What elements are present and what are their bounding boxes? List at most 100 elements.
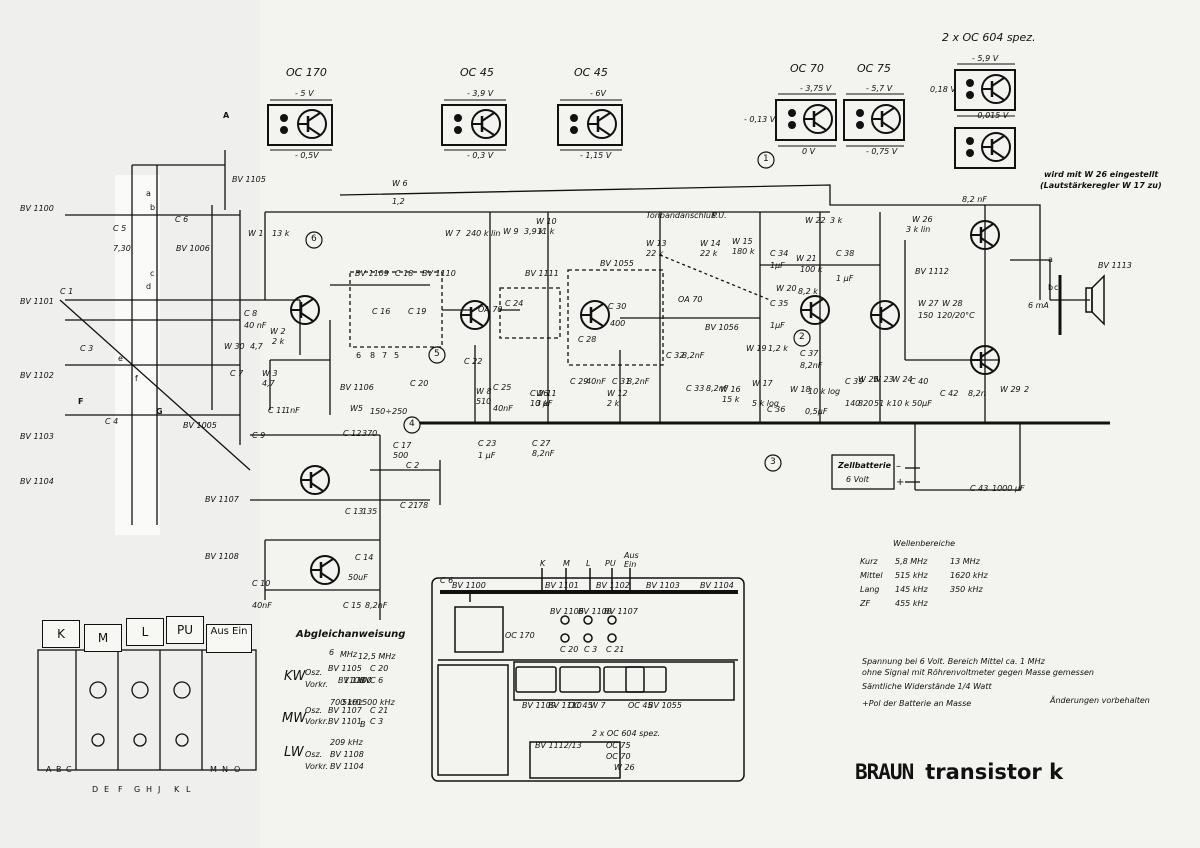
chassis-row-label: OC 45 [568, 701, 593, 710]
comp-label: W 9 [503, 227, 519, 236]
switch-button-l[interactable]: L [126, 618, 164, 646]
comp-label: 1 µF [836, 274, 854, 283]
pinout-oc604-left-v: 0,18 V [930, 85, 956, 94]
chassis-rail-label: BV 1102 [596, 581, 630, 590]
switch-button-m[interactable]: M [84, 624, 122, 652]
alignment-osz: Osz. [305, 706, 323, 715]
pinout-oc604-type: 2 x OC 604 spez. [942, 31, 1036, 44]
comp-label: W 13 [646, 239, 667, 248]
pinout-oc45a-type: OC 45 [460, 66, 494, 79]
switch-letter: F [118, 785, 123, 794]
comp-label: 8,2 k [798, 287, 818, 296]
chassis-row-label: BV 1110 [548, 701, 582, 710]
comp-label: 3 k [830, 216, 843, 225]
chassis-rail-label: BV 1103 [646, 581, 680, 590]
comp-label: 1nF [285, 406, 300, 415]
marker-1: 1 [763, 154, 769, 164]
alignment-c1: BV 1105 [328, 664, 362, 673]
switch-button-k[interactable]: K [42, 620, 80, 648]
comp-label: C 37 [800, 349, 819, 358]
comp-label: C 30 [608, 302, 627, 311]
comp-label: C 26 [530, 389, 549, 398]
comp-label: 11 k [537, 227, 555, 236]
comp-label: W 6 [392, 179, 408, 188]
comp-label: C 27 [532, 439, 551, 448]
pinout-oc75-top-v: - 5,7 V [866, 84, 893, 93]
waveband-to: 13 MHz [950, 557, 980, 566]
comp-label: C 3 [80, 344, 94, 353]
pinout-oc604-top-v: - 5,9 V [972, 54, 999, 63]
comp-label: 8,2n [968, 389, 986, 398]
waveband-name: Lang [860, 585, 880, 594]
chassis-top-label: Ein [624, 560, 637, 569]
comp-label: C 24 [505, 299, 524, 308]
comp-label: 3,9 k [524, 227, 544, 236]
comp-label: W 25 [858, 375, 879, 384]
comp-label: 8,2nF [706, 384, 729, 393]
comp-label: C 32 [666, 351, 685, 360]
comp-label: 78 [418, 501, 429, 510]
comp-label: C 22 [464, 357, 483, 366]
alignment-extra: BV [360, 676, 371, 685]
alignment-band: MW [282, 711, 307, 726]
alignment-c1: BV 1107 [328, 706, 362, 715]
comp-label: W 26 [912, 215, 933, 224]
note-w26-line1: wird mit W 26 eingestellt [1044, 170, 1159, 179]
comp-label: W 16 [720, 385, 741, 394]
section-letter: a [1048, 255, 1053, 264]
comp-label: C 31 [612, 377, 631, 386]
label-bv1104: BV 1104 [20, 477, 54, 486]
switch-button-aus-ein[interactable]: Aus Ein [206, 624, 252, 653]
comp-label: C 17 [393, 441, 412, 450]
comp-label: 1,2 [392, 197, 405, 206]
switch-letter: J [158, 785, 161, 794]
comp-label: C 1 [60, 287, 74, 296]
switch-button-pu[interactable]: PU [166, 616, 204, 644]
switch-letter: K [174, 785, 180, 794]
comp-label: C 13 [345, 507, 364, 516]
switch-letter: O [234, 765, 241, 774]
comp-label: 135 [362, 507, 378, 516]
comp-label: 2 [1024, 385, 1030, 394]
comp-label: C 25 [493, 383, 512, 392]
comp-label: 40nF [586, 377, 606, 386]
comp-label: C 34 [770, 249, 789, 258]
chassis-trimmer: BV 1107 [604, 607, 638, 616]
comp-label: 400 [610, 319, 626, 328]
section-letter: c [1054, 283, 1059, 292]
comp-label: W 22 [805, 216, 826, 225]
alignment-extra: B [360, 720, 366, 729]
pinout-oc170-bottom-v: - 0,5V [295, 151, 319, 160]
comp-label: 40 nF [244, 321, 267, 330]
battery-label: Zellbatterie [838, 461, 892, 470]
battery-voltage: 6 Volt [846, 475, 869, 484]
comp-label: W 19 [746, 344, 767, 353]
chassis-rail-label: BV 1104 [700, 581, 734, 590]
pinout-oc170-top-v: - 5 V [295, 89, 314, 98]
comp-label: W 23 [873, 375, 894, 384]
comp-label: 4,7 [250, 342, 263, 351]
comp-label: 40nF [252, 601, 272, 610]
pinout-oc75-type: OC 75 [857, 62, 891, 75]
chassis-cap: C 21 [606, 645, 625, 654]
label-bv1112: BV 1112 [915, 267, 949, 276]
comp-label: C 35 [770, 299, 789, 308]
pinout-oc45-a [441, 104, 507, 146]
comp-label: C 20 [410, 379, 429, 388]
label-bv1113: BV 1113 [1098, 261, 1132, 270]
alignment-c2: BV 1100 [338, 676, 372, 685]
comp-label: 6 mA [1028, 301, 1049, 310]
pinout-oc70-bottom-v: 0 V [802, 147, 816, 156]
comp-label: 240 k lin [466, 229, 501, 238]
comp-label: C 42 [940, 389, 959, 398]
brand-name: BRAUN [855, 760, 914, 784]
comp-label: 50uF [348, 573, 368, 582]
alignment-extra: 6 [329, 648, 335, 657]
comp-label: 22 k [646, 249, 664, 258]
comp-label: 8,2 nF [962, 195, 987, 204]
comp-label: W 3 [262, 369, 278, 378]
alignment-extra: 700 kHz [330, 698, 363, 707]
marker-5: 5 [434, 349, 440, 359]
pinout-oc45-b [557, 104, 623, 146]
